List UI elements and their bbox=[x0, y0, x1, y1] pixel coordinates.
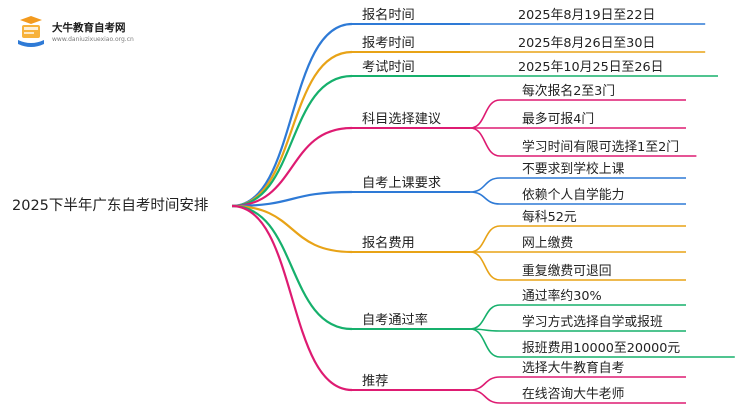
leaf-label: 学习时间有限可选择1至2门 bbox=[522, 139, 679, 155]
leaf-connector bbox=[469, 127, 501, 157]
leaf-connector bbox=[469, 389, 501, 404]
branch-label: 报名时间 bbox=[362, 7, 415, 23]
leaf-connector bbox=[469, 328, 501, 358]
leaf-connector bbox=[469, 225, 501, 253]
leaf-label: 重复缴费可退回 bbox=[522, 263, 612, 279]
leaf-connector bbox=[469, 99, 501, 129]
leaf-label: 2025年10月25日至26日 bbox=[518, 60, 663, 75]
leaf-connector bbox=[469, 304, 501, 330]
root-topic: 2025下半年广东自考时间安排 bbox=[12, 197, 208, 214]
branch-connector bbox=[231, 126, 353, 208]
branch-label: 自考通过率 bbox=[362, 311, 428, 328]
leaf-label: 选择大牛教育自考 bbox=[522, 360, 625, 376]
leaf-label: 报班费用10000至20000元 bbox=[522, 341, 680, 356]
leaf-label: 网上缴费 bbox=[522, 236, 573, 251]
leaf-label: 学习方式选择自学或报班 bbox=[522, 314, 663, 330]
branch-label: 自考上课要求 bbox=[362, 175, 441, 191]
leaf-label: 依赖个人自学能力 bbox=[522, 187, 624, 203]
logo-name: 大牛教育自考网 bbox=[52, 22, 126, 34]
leaf-label: 在线咨询大牛老师 bbox=[522, 387, 625, 402]
branch-label: 考试时间 bbox=[362, 59, 415, 75]
leaf-label: 不要求到学校上课 bbox=[522, 161, 625, 177]
logo-url: www.daniuzixuexiao.org.cn bbox=[52, 36, 134, 43]
leaf-label: 最多可报4门 bbox=[522, 112, 594, 127]
leaf-label: 每科52元 bbox=[522, 209, 577, 225]
branch-connector bbox=[231, 204, 353, 254]
leaf-connector bbox=[469, 191, 501, 205]
branch-label: 报名费用 bbox=[362, 235, 415, 251]
branch-label: 科目选择建议 bbox=[362, 111, 441, 127]
leaf-connector bbox=[469, 251, 501, 281]
branch-connector bbox=[231, 22, 353, 208]
branch-label: 推荐 bbox=[362, 373, 388, 389]
branch-exam-registration-time[interactable]: 报考时间 2025年8月26日至30日 bbox=[362, 35, 655, 51]
branch-exam-time[interactable]: 考试时间 2025年10月25日至26日 bbox=[362, 59, 663, 75]
book-logo-icon bbox=[18, 16, 44, 47]
branch-connector bbox=[231, 50, 353, 208]
branch-label: 报考时间 bbox=[362, 35, 415, 51]
leaf-label: 通过率约30% bbox=[522, 288, 602, 304]
mind-map-edges bbox=[231, 22, 735, 404]
branch-connector bbox=[231, 74, 353, 208]
leaf-connector bbox=[469, 177, 501, 193]
branch-signup-time[interactable]: 报名时间 2025年8月19日至22日 bbox=[362, 7, 655, 23]
leaf-label: 2025年8月26日至30日 bbox=[518, 36, 655, 51]
branch-connector bbox=[231, 204, 353, 331]
site-logo[interactable]: 大牛教育自考网 www.daniuzixuexiao.org.cn bbox=[14, 16, 134, 50]
leaf-label: 2025年8月19日至22日 bbox=[518, 8, 655, 23]
leaf-connector bbox=[469, 376, 501, 391]
branch-connector bbox=[231, 190, 353, 208]
branch-connector bbox=[231, 204, 353, 392]
leaf-label: 每次报名2至3门 bbox=[522, 83, 615, 99]
